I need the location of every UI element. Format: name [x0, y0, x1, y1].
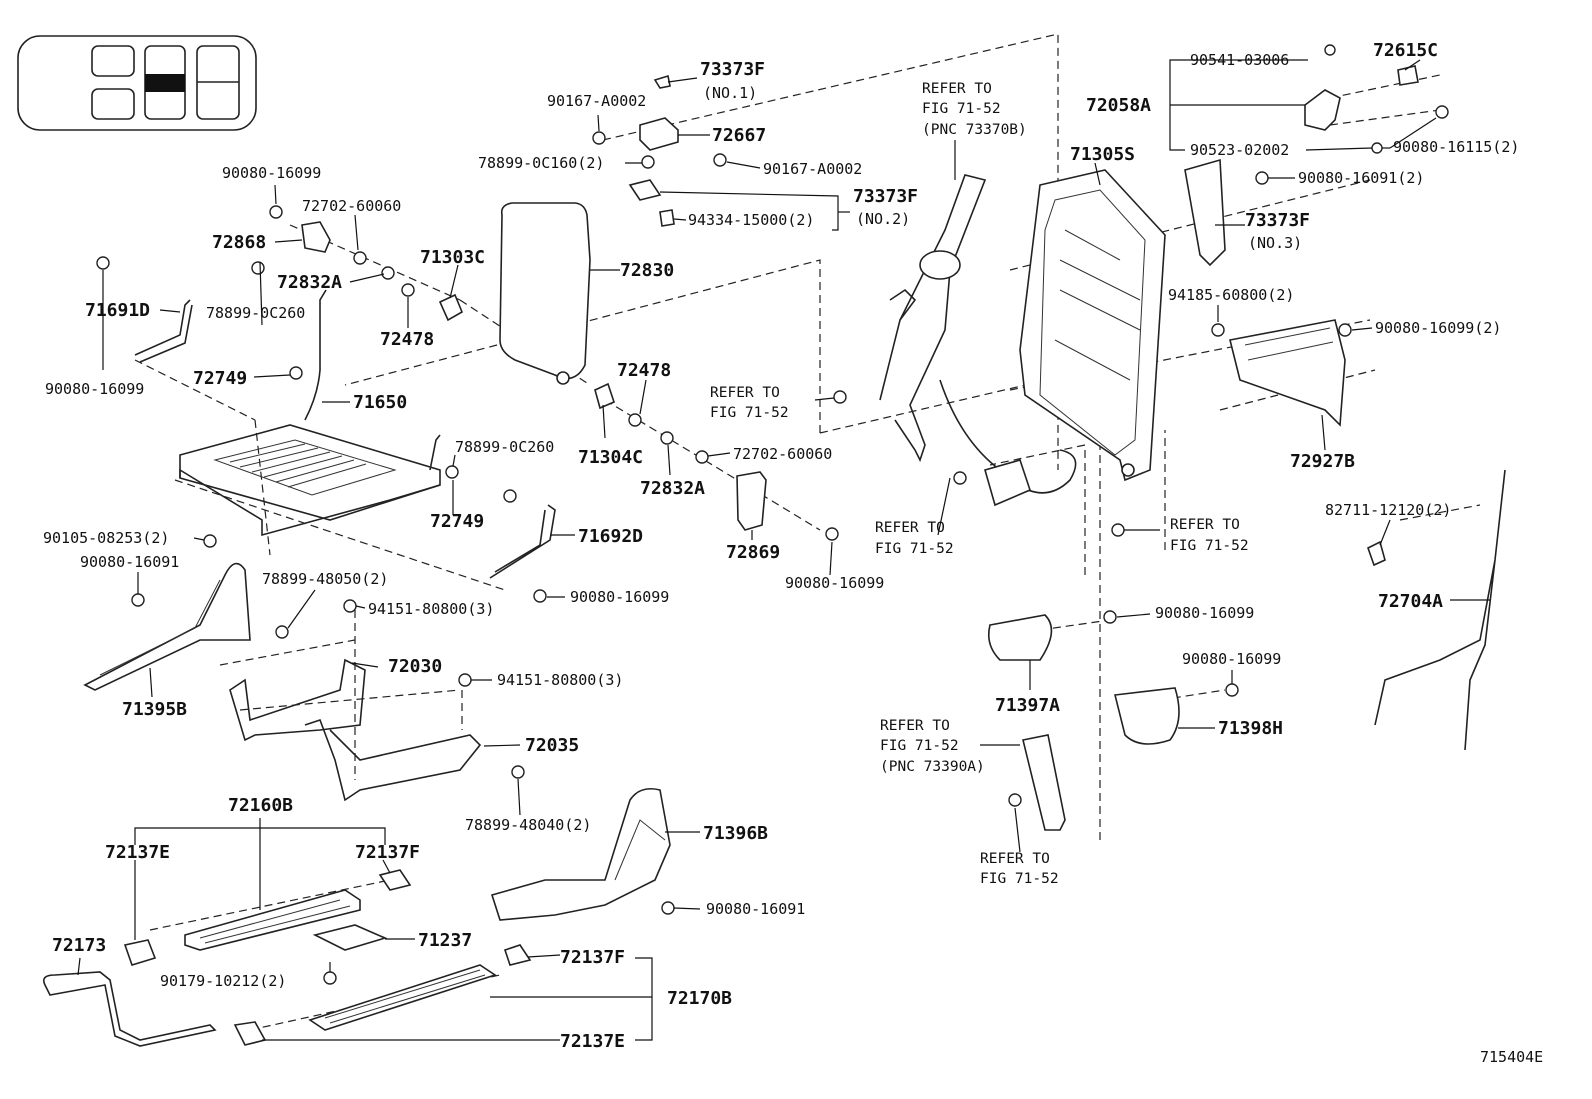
part-label: 72137F — [355, 842, 420, 863]
part-label: (NO.1) — [703, 84, 757, 102]
refer-note: (PNC 73390A) — [880, 759, 985, 775]
part-label: 90080-16115(2) — [1393, 138, 1519, 156]
refer-note: REFER TO — [880, 718, 950, 734]
part-label: 72478 — [380, 329, 434, 350]
part-label: 72749 — [193, 368, 247, 389]
part-label: 90080-16099 — [1182, 650, 1281, 668]
part-label: 72170B — [667, 988, 732, 1009]
part-label: 90080-16099(2) — [1375, 319, 1501, 337]
part-label: 94151-80800(3) — [497, 671, 623, 689]
part-label: 90541-03006 — [1190, 51, 1289, 69]
part-label: 71692D — [578, 526, 643, 547]
part-label: 72832A — [277, 272, 342, 293]
part-label: (NO.3) — [1248, 234, 1302, 252]
part-label: 71304C — [578, 447, 643, 468]
part-label: 71691D — [85, 300, 150, 321]
refer-note: REFER TO — [710, 385, 780, 401]
refer-note: FIG 71-52 — [875, 541, 954, 557]
part-label: 90080-16099 — [1155, 604, 1254, 622]
part-label: 72160B — [228, 795, 293, 816]
part-label: 71396B — [703, 823, 768, 844]
part-label: 72137E — [105, 842, 170, 863]
selected-seat-marker — [145, 74, 185, 92]
part-label: 72030 — [388, 656, 442, 677]
fasteners — [96, 44, 1449, 985]
refer-note: FIG 71-52 — [922, 101, 1001, 117]
part-label: 94151-80800(3) — [368, 600, 494, 618]
part-label: 72704A — [1378, 591, 1443, 612]
part-label: 73373F — [700, 59, 765, 80]
part-label: 90167-A0002 — [547, 92, 646, 110]
seat-locator-icon — [17, 35, 257, 131]
part-label: 73373F — [853, 186, 918, 207]
part-label: 72667 — [712, 125, 766, 146]
part-label: 78899-0C260 — [455, 438, 554, 456]
refer-note: (PNC 73370B) — [922, 122, 1027, 138]
part-label: 72830 — [620, 260, 674, 281]
part-label: 90167-A0002 — [763, 160, 862, 178]
part-label: 90080-16099 — [785, 574, 884, 592]
part-label: 71397A — [995, 695, 1060, 716]
part-label: 72137E — [560, 1031, 625, 1052]
part-label: 90080-16099 — [570, 588, 669, 606]
part-label: 94334-15000(2) — [688, 211, 814, 229]
part-label: 72927B — [1290, 451, 1355, 472]
part-labels: 90080-16099 72702-60060 72868 72832A 724… — [43, 40, 1519, 1052]
part-label: 72173 — [52, 935, 106, 956]
part-label: 78899-48050(2) — [262, 570, 388, 588]
refer-note: REFER TO — [980, 851, 1050, 867]
part-label: 72749 — [430, 511, 484, 532]
figure-id: 715404E — [1480, 1048, 1543, 1066]
part-label: 72832A — [640, 478, 705, 499]
part-label: 90080-16099 — [45, 380, 144, 398]
refer-note: FIG 71-52 — [710, 405, 789, 421]
reference-notes: REFER TO FIG 71-52 (PNC 73370B) REFER TO… — [710, 81, 1249, 887]
refer-note: FIG 71-52 — [980, 871, 1059, 887]
part-label: 71395B — [122, 699, 187, 720]
part-label: 71650 — [353, 392, 407, 413]
part-label: 94185-60800(2) — [1168, 286, 1294, 304]
part-drawings — [42, 65, 1506, 1047]
part-label: 72868 — [212, 232, 266, 253]
part-label: 71303C — [420, 247, 485, 268]
part-label: 90179-10212(2) — [160, 972, 286, 990]
part-label: 72615C — [1373, 40, 1438, 61]
part-label: 78899-0C260 — [206, 304, 305, 322]
part-label: 90523-02002 — [1190, 141, 1289, 159]
part-label: 90080-16091 — [80, 553, 179, 571]
refer-note: REFER TO — [875, 520, 945, 536]
part-label: 78899-48040(2) — [465, 816, 591, 834]
part-label: 82711-12120(2) — [1325, 501, 1451, 519]
part-label: (NO.2) — [856, 210, 910, 228]
refer-note: REFER TO — [922, 81, 992, 97]
part-label: 71237 — [418, 930, 472, 951]
part-label: 71398H — [1218, 718, 1283, 739]
part-label: 90080-16091(2) — [1298, 169, 1424, 187]
part-label: 72035 — [525, 735, 579, 756]
part-label: 90080-16099 — [222, 164, 321, 182]
refer-note: REFER TO — [1170, 517, 1240, 533]
part-label: 73373F — [1245, 210, 1310, 231]
part-label: 71305S — [1070, 144, 1135, 165]
part-label: 78899-0C160(2) — [478, 154, 604, 172]
assembly-guide-lines — [134, 33, 1481, 1031]
leader-lines — [77, 59, 1490, 1041]
part-label: 72702-60060 — [302, 197, 401, 215]
refer-note: FIG 71-52 — [1170, 538, 1249, 554]
refer-note: FIG 71-52 — [880, 738, 959, 754]
part-label: 90080-16091 — [706, 900, 805, 918]
part-label: 72702-60060 — [733, 445, 832, 463]
part-label: 72869 — [726, 542, 780, 563]
part-label: 90105-08253(2) — [43, 529, 169, 547]
part-label: 72058A — [1086, 95, 1151, 116]
part-label: 72137F — [560, 947, 625, 968]
part-label: 72478 — [617, 360, 671, 381]
